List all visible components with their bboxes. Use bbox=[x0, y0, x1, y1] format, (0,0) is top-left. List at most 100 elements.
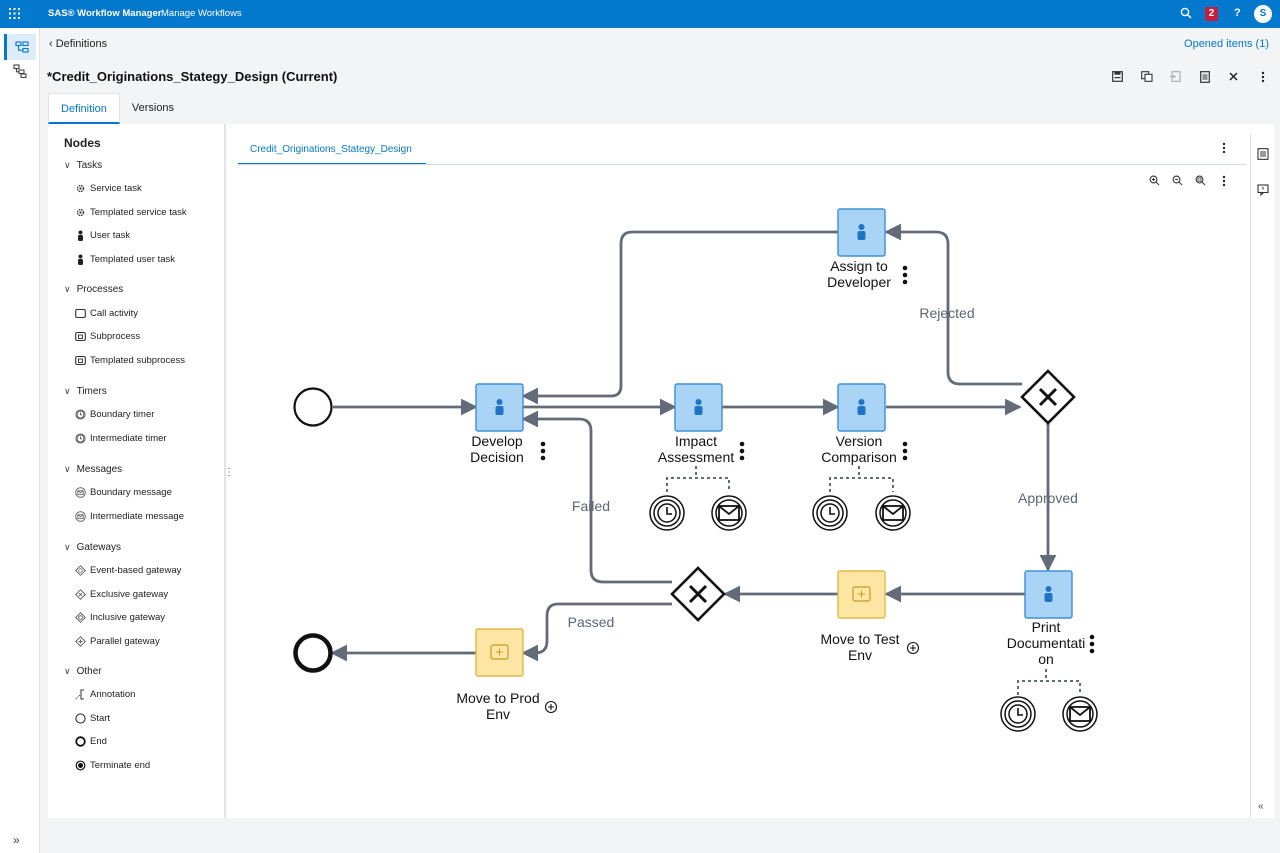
node-label: Templated user task bbox=[90, 254, 176, 265]
task-print-documentation[interactable]: Print Documentati on bbox=[1007, 570, 1095, 695]
node-label: Event-based gateway bbox=[90, 565, 182, 576]
properties-button[interactable] bbox=[1197, 69, 1212, 84]
rail-instances-button[interactable] bbox=[4, 58, 36, 84]
expand-rail-icon[interactable]: » bbox=[13, 833, 20, 847]
exclusive-gateway-review[interactable] bbox=[1020, 369, 1076, 425]
page-name: Manage Workflows bbox=[161, 8, 242, 19]
app-menu-icon[interactable] bbox=[9, 8, 20, 19]
node-label: Inclusive gateway bbox=[90, 612, 165, 623]
node-subprocess[interactable]: Subprocess bbox=[75, 331, 140, 342]
task-label: Assessment bbox=[658, 449, 734, 465]
node-start[interactable]: Start bbox=[75, 713, 110, 724]
tab-definition[interactable]: Definition bbox=[48, 93, 120, 124]
tab-versions[interactable]: Versions bbox=[131, 102, 175, 114]
opened-items-link[interactable]: Opened items (1) bbox=[1184, 38, 1269, 50]
collapse-panel-icon[interactable]: « bbox=[1258, 801, 1264, 812]
clock-icon[interactable] bbox=[1000, 696, 1036, 732]
publish-button[interactable] bbox=[1168, 69, 1183, 84]
kebab-icon[interactable] bbox=[739, 441, 745, 461]
envelope-icon[interactable] bbox=[1062, 696, 1098, 732]
zoom-more-icon[interactable] bbox=[1217, 174, 1230, 187]
boundary-connector bbox=[1017, 669, 1081, 695]
kebab-icon[interactable] bbox=[1089, 634, 1095, 654]
zoom-fit-icon[interactable] bbox=[1194, 174, 1207, 187]
node-templated-user-task[interactable]: Templated user task bbox=[75, 254, 175, 265]
group-gateways[interactable]: ∨Gateways bbox=[64, 542, 121, 553]
edge-gateway-failed[interactable] bbox=[521, 410, 672, 584]
node-terminate-end[interactable]: Terminate end bbox=[75, 760, 150, 771]
node-label: Intermediate message bbox=[90, 511, 184, 522]
app-title: SAS® Workflow Manager bbox=[48, 8, 162, 19]
node-label: Terminate end bbox=[90, 760, 151, 771]
app-bar: SAS® Workflow Manager - Manage Workflows… bbox=[0, 0, 1280, 28]
exclusive-gateway-test[interactable] bbox=[670, 566, 726, 622]
more-actions-button[interactable] bbox=[1255, 69, 1270, 84]
workflow-diagram: Rejected Approved Failed Passed Assign t… bbox=[293, 208, 1098, 732]
node-annotation[interactable]: Annotation bbox=[75, 689, 135, 700]
node-label: End bbox=[90, 736, 107, 747]
node-service-task[interactable]: Service task bbox=[75, 183, 142, 194]
clock-icon[interactable] bbox=[649, 495, 685, 531]
rounded-box-icon bbox=[75, 308, 86, 319]
end-event[interactable] bbox=[293, 633, 333, 673]
envelope-icon[interactable] bbox=[711, 495, 747, 531]
group-other[interactable]: ∨Other bbox=[64, 666, 102, 677]
task-assign-to-developer[interactable]: Assign to Developer bbox=[827, 208, 908, 290]
close-button[interactable] bbox=[1226, 69, 1241, 84]
group-tasks[interactable]: ∨Tasks bbox=[64, 160, 102, 171]
expand-subprocess-icon[interactable] bbox=[544, 700, 558, 714]
node-inclusive-gateway[interactable]: Inclusive gateway bbox=[75, 612, 165, 623]
group-messages[interactable]: ∨Messages bbox=[64, 464, 122, 475]
start-event[interactable] bbox=[293, 387, 333, 427]
tab-divider bbox=[238, 164, 1246, 165]
node-templated-service-task[interactable]: Templated service task bbox=[75, 207, 187, 218]
help-icon[interactable]: ? bbox=[1234, 7, 1241, 19]
expand-subprocess-icon[interactable] bbox=[906, 641, 920, 655]
node-call-activity[interactable]: Call activity bbox=[75, 308, 138, 319]
group-processes[interactable]: ∨Processes bbox=[64, 284, 123, 295]
save-as-button[interactable] bbox=[1139, 69, 1154, 84]
properties-panel-icon[interactable] bbox=[1257, 148, 1269, 160]
node-user-task[interactable]: User task bbox=[75, 230, 130, 241]
task-label: Impact bbox=[675, 433, 717, 449]
search-icon[interactable] bbox=[1180, 7, 1192, 19]
diamond-icon bbox=[75, 612, 86, 623]
chevron-down-icon: ∨ bbox=[64, 464, 71, 474]
envelope-icon[interactable] bbox=[875, 495, 911, 531]
subprocess-move-to-test-env[interactable]: Move to Test Env bbox=[820, 570, 920, 663]
comments-icon[interactable] bbox=[1257, 184, 1269, 196]
node-intermediate-timer[interactable]: Intermediate timer bbox=[75, 433, 167, 444]
notifications-badge[interactable]: 2 bbox=[1205, 7, 1218, 21]
node-boundary-message[interactable]: Boundary message bbox=[75, 487, 172, 498]
save-button[interactable] bbox=[1110, 69, 1125, 84]
task-impact-assessment[interactable]: Impact Assessment bbox=[658, 383, 745, 492]
chevron-down-icon: ∨ bbox=[64, 284, 71, 294]
kebab-icon[interactable] bbox=[902, 441, 908, 461]
node-exclusive-gateway[interactable]: Exclusive gateway bbox=[75, 589, 168, 600]
subprocess-move-to-prod-env[interactable]: Move to Prod Env bbox=[456, 628, 558, 722]
edge-assign-to-develop[interactable] bbox=[521, 230, 838, 405]
clock-icon[interactable] bbox=[812, 495, 848, 531]
task-label: Env bbox=[486, 706, 510, 722]
node-boundary-timer[interactable]: Boundary timer bbox=[75, 409, 154, 420]
node-templated-subprocess[interactable]: Templated subprocess bbox=[75, 355, 185, 366]
group-timers[interactable]: ∨Timers bbox=[64, 386, 107, 397]
node-end[interactable]: End bbox=[75, 736, 107, 747]
canvas-more-icon[interactable] bbox=[1222, 142, 1226, 154]
edge-gateway-passed[interactable] bbox=[521, 602, 672, 662]
nodes-title: Nodes bbox=[64, 136, 101, 150]
node-parallel-gateway[interactable]: Parallel gateway bbox=[75, 636, 160, 647]
zoom-out-icon[interactable] bbox=[1171, 174, 1184, 187]
panel-resize-handle[interactable]: ⋮ bbox=[224, 467, 234, 478]
back-to-definitions-link[interactable]: ‹ Definitions bbox=[49, 38, 107, 50]
zoom-in-icon[interactable] bbox=[1148, 174, 1161, 187]
node-intermediate-message[interactable]: Intermediate message bbox=[75, 511, 184, 522]
edge-gateway-rejected[interactable] bbox=[884, 223, 1022, 386]
task-version-comparison[interactable]: Version Comparison bbox=[821, 383, 908, 492]
kebab-icon[interactable] bbox=[540, 441, 546, 461]
node-event-based-gateway[interactable]: Event-based gateway bbox=[75, 565, 181, 576]
rail-definitions-button[interactable] bbox=[4, 34, 36, 60]
avatar[interactable]: S bbox=[1254, 5, 1272, 23]
kebab-icon[interactable] bbox=[902, 265, 908, 285]
task-develop-decision[interactable]: Develop Decision bbox=[470, 383, 546, 465]
